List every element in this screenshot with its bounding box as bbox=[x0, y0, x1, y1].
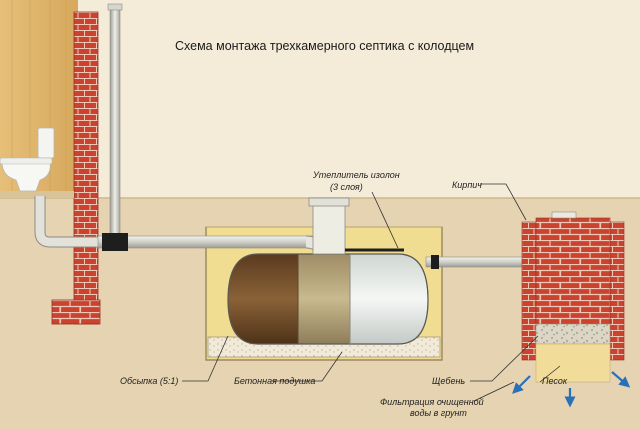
filtration-well bbox=[521, 211, 625, 383]
brick-foundation bbox=[73, 11, 99, 325]
page-title: Схема монтажа трехкамерного септика с ко… bbox=[175, 39, 474, 53]
house-floor bbox=[0, 191, 74, 198]
chamber-1 bbox=[228, 254, 298, 344]
vent-pipe bbox=[109, 5, 121, 239]
brick-footing bbox=[51, 299, 101, 325]
service-neck bbox=[312, 203, 346, 255]
inlet-pipe bbox=[97, 235, 321, 249]
pipe-tee bbox=[102, 233, 128, 251]
leader-lines bbox=[182, 183, 561, 402]
septic-tank bbox=[227, 253, 429, 345]
filtration-label-line2: воды в грунт bbox=[410, 408, 467, 418]
sand-label: Песок bbox=[542, 376, 568, 386]
filtration-label: Фильтрация очищенной bbox=[380, 397, 484, 407]
down-arrow-icon bbox=[512, 371, 631, 408]
brick-label: Кирпич bbox=[452, 180, 482, 190]
gravel-layer bbox=[535, 323, 611, 345]
concrete-pad-label: Бетонная подушка bbox=[234, 376, 315, 386]
backfill-label: Обсыпка (5:1) bbox=[120, 376, 178, 386]
gravel-label: Щебень bbox=[432, 376, 465, 386]
hatch-cover bbox=[308, 197, 350, 207]
well-cover bbox=[551, 211, 577, 219]
outlet-pipe bbox=[425, 256, 531, 268]
insulation-layers-label: (3 слоя) bbox=[330, 182, 363, 192]
chamber-2 bbox=[298, 254, 350, 344]
toilet-icon bbox=[0, 127, 55, 192]
insulation-label: Утеплитель изолон bbox=[312, 170, 400, 180]
